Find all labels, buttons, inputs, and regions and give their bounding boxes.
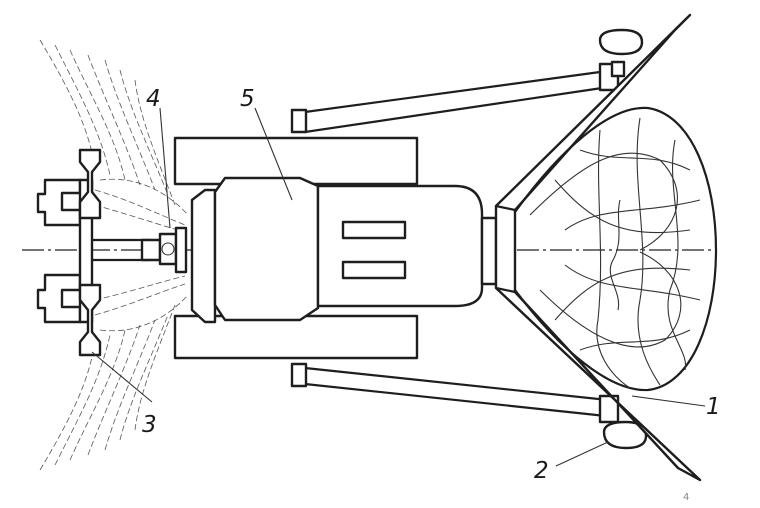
page-mark: 4	[683, 492, 689, 503]
flow-field-hatching	[39, 39, 189, 471]
mesh-net	[513, 106, 718, 392]
main-housing	[213, 176, 320, 322]
leader-lines	[91, 107, 706, 467]
adjuster-knob-upper	[598, 28, 644, 92]
support-arms	[290, 70, 610, 418]
spool-holder	[78, 148, 152, 357]
callout-2: 2	[534, 458, 549, 484]
callout-5: 5	[240, 86, 255, 112]
callout-4: 4	[146, 86, 161, 112]
upper-track	[173, 136, 419, 186]
callout-3: 3	[142, 412, 157, 438]
lower-track	[173, 314, 419, 360]
callout-1: 1	[706, 394, 721, 420]
flange-plate	[190, 188, 217, 324]
adjuster-knob-lower	[598, 394, 648, 450]
motor-body	[316, 184, 498, 308]
conical-frame	[494, 13, 702, 482]
